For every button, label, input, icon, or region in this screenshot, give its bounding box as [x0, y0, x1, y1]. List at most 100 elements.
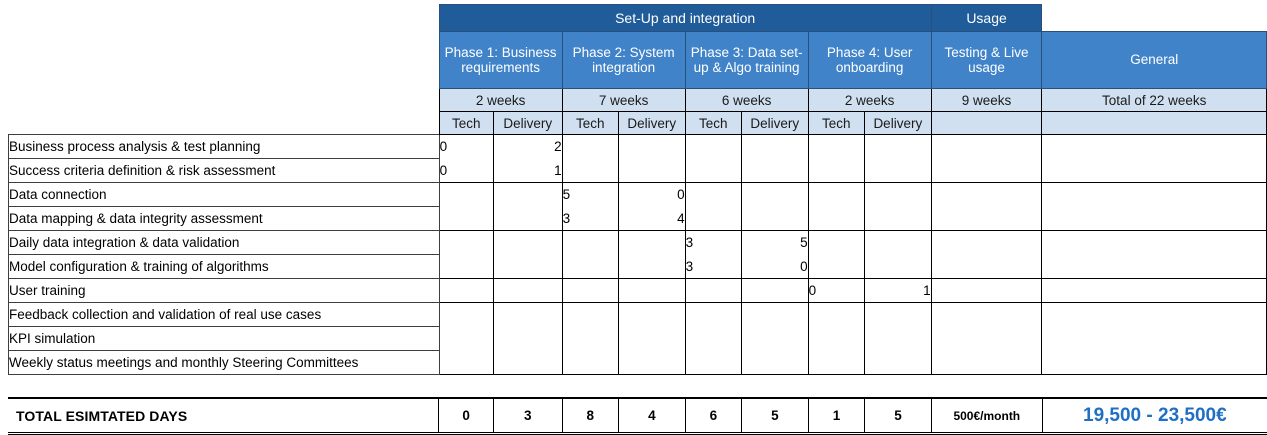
row-label: Data mapping & data integrity assessment — [8, 206, 440, 231]
data-cell — [807, 158, 865, 183]
data-cell — [1041, 326, 1267, 351]
data-cell: 3 — [684, 254, 742, 279]
data-cell — [863, 230, 932, 255]
data-cell: 0 — [807, 278, 865, 303]
data-cell — [863, 206, 932, 231]
table-row: Success criteria definition & risk asses… — [8, 158, 1267, 183]
table-row: Daily data integration & data validation… — [8, 230, 1267, 255]
data-cell: 1 — [492, 158, 563, 183]
data-cell: 3 — [561, 206, 619, 231]
row-label: Success criteria definition & risk asses… — [8, 158, 440, 183]
data-cell — [684, 206, 742, 231]
data-cell: 4 — [617, 206, 686, 231]
total-p4-delivery: 5 — [864, 398, 932, 434]
data-cell — [863, 182, 932, 207]
data-cell — [863, 134, 932, 159]
data-cell — [807, 350, 865, 375]
header-row-durations: 2 weeks 7 weeks 6 weeks 2 weeks 9 weeks … — [9, 88, 1267, 112]
totals-row: TOTAL ESIMTATED DAYS 0 3 8 4 6 5 1 5 500… — [8, 397, 1267, 435]
data-cell — [1041, 134, 1267, 159]
data-cell — [438, 326, 494, 351]
data-cell: 0 — [617, 182, 686, 207]
data-cell — [930, 326, 1043, 351]
data-cell — [740, 302, 809, 327]
data-cell — [930, 182, 1043, 207]
subcolumn-row-corner — [9, 112, 440, 135]
group-header-setup-integration: Set-Up and integration — [438, 4, 932, 32]
data-cell — [438, 302, 494, 327]
total-usage-cost: 500€/month — [930, 398, 1043, 434]
table-row: Feedback collection and validation of re… — [8, 302, 1267, 327]
phase-header-testing-live-usage: Testing & Live usage — [930, 31, 1043, 89]
row-label: KPI simulation — [8, 326, 440, 351]
phase-header-4: Phase 4: User onboarding — [807, 31, 932, 89]
subcol-p3-delivery: Delivery — [740, 111, 809, 135]
data-cell — [561, 230, 619, 255]
data-cell — [740, 206, 809, 231]
data-cell — [438, 206, 494, 231]
data-cell — [492, 230, 563, 255]
data-cell — [740, 134, 809, 159]
data-cell — [438, 182, 494, 207]
phase-row-corner — [9, 32, 440, 89]
data-cell — [863, 158, 932, 183]
data-cell — [740, 350, 809, 375]
data-cell: 0 — [438, 134, 494, 159]
total-general-estimate: 19,500 - 23,500€ — [1041, 398, 1267, 434]
table-row: Business process analysis & test plannin… — [8, 134, 1267, 159]
data-cell — [438, 230, 494, 255]
group-header-blank — [1042, 5, 1267, 32]
data-cell — [561, 302, 619, 327]
data-cell: 1 — [863, 278, 932, 303]
table-row: Weekly status meetings and monthly Steer… — [8, 350, 1267, 375]
total-p2-delivery: 4 — [617, 398, 686, 434]
subcol-usage — [930, 111, 1043, 135]
data-cell — [930, 302, 1043, 327]
row-label: Data connection — [8, 182, 440, 207]
data-cell — [684, 302, 742, 327]
data-cell: 0 — [438, 158, 494, 183]
data-cell — [492, 254, 563, 279]
data-cell — [438, 254, 494, 279]
data-cell — [492, 182, 563, 207]
data-cell — [438, 350, 494, 375]
data-cell — [740, 158, 809, 183]
subcol-p4-tech: Tech — [807, 111, 865, 135]
header-row-subcolumns: Tech Delivery Tech Delivery Tech Deliver… — [9, 111, 1267, 135]
data-cell — [684, 182, 742, 207]
phase-header-1: Phase 1: Business requirements — [438, 31, 563, 89]
data-cell — [1041, 230, 1267, 255]
data-cell — [617, 278, 686, 303]
totals-label: TOTAL ESIMTATED DAYS — [8, 398, 440, 434]
data-cell — [930, 206, 1043, 231]
phase-header-general: General — [1041, 31, 1267, 89]
data-cell — [492, 206, 563, 231]
totals-row-cells: TOTAL ESIMTATED DAYS 0 3 8 4 6 5 1 5 500… — [8, 398, 1267, 434]
table-row: Model configuration & training of algori… — [8, 254, 1267, 279]
table-row: KPI simulation — [8, 326, 1267, 351]
data-cell — [684, 134, 742, 159]
data-cell — [617, 254, 686, 279]
data-cell — [617, 158, 686, 183]
subcol-p2-tech: Tech — [561, 111, 619, 135]
data-cell: 5 — [561, 182, 619, 207]
duration-phase-4: 2 weeks — [807, 88, 932, 112]
duration-phase-3: 6 weeks — [684, 88, 809, 112]
subcol-p3-tech: Tech — [684, 111, 742, 135]
total-p3-tech: 6 — [684, 398, 743, 434]
data-cell — [807, 254, 865, 279]
row-label: Daily data integration & data validation — [8, 230, 440, 255]
data-cell — [561, 326, 619, 351]
row-label: Weekly status meetings and monthly Steer… — [8, 350, 440, 375]
data-cell — [1041, 158, 1267, 183]
row-label: Model configuration & training of algori… — [8, 254, 440, 279]
data-cell — [561, 278, 619, 303]
subcol-p1-delivery: Delivery — [492, 111, 563, 135]
data-cell — [1041, 182, 1267, 207]
data-cell — [930, 230, 1043, 255]
total-p1-delivery: 3 — [492, 398, 563, 434]
data-cell — [561, 350, 619, 375]
data-cell — [740, 326, 809, 351]
